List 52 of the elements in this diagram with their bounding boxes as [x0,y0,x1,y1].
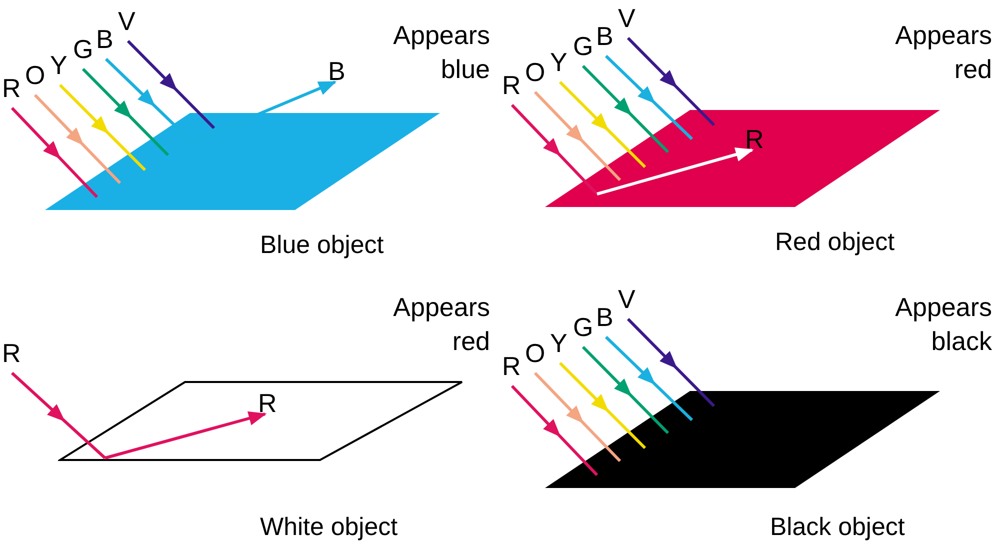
color-letter: O [25,62,46,88]
incident-light-ray [626,36,716,126]
reflected-light-ray [104,411,267,460]
incident-light-ray [58,84,146,172]
appearance-label: Appears blue [392,19,490,86]
object-caption: Red object [775,228,895,256]
color-letter: R [502,353,521,379]
incident-light-ray [510,104,598,196]
color-letter: G [573,314,594,340]
incident-light-ray [10,106,98,198]
incident-light-ray [534,372,622,462]
incident-light-ray [626,318,716,408]
object-caption: Blue object [260,231,384,259]
color-letter: O [525,340,546,366]
incident-light-ray [82,68,170,156]
color-letter: R [2,75,21,101]
color-letter: V [618,286,636,312]
appearance-label: Appears black [894,291,992,358]
appearance-label: Appears red [392,291,490,358]
incident-light-ray [126,40,216,130]
color-letter: R [745,126,764,152]
reflected-light-ray [596,148,754,196]
color-letter: Y [50,52,68,78]
color-letter: Y [550,49,568,75]
color-letter: V [618,5,636,31]
appearance-label: Appears red [894,19,992,86]
object-caption: White object [260,513,398,541]
incident-light-ray [558,80,646,168]
color-letter: G [73,36,94,62]
incident-light-ray [582,346,670,434]
color-letter: R [502,72,521,98]
color-letter: O [525,59,546,85]
incident-light-ray [10,372,106,460]
incident-light-ray [582,64,670,154]
incident-light-ray [558,362,646,450]
incident-light-ray [604,54,694,140]
incident-light-ray [104,58,194,144]
color-letter: B [328,58,346,84]
incident-light-ray [510,384,598,476]
color-letter: B [596,23,614,49]
color-letter: B [596,304,614,330]
incident-light-ray [604,336,694,422]
incident-light-ray [34,94,122,184]
color-letter: R [2,340,21,366]
color-letter: G [573,33,594,59]
incident-light-ray [534,90,622,182]
reflected-light-ray [191,80,337,144]
color-letter: V [118,8,136,34]
color-letter: R [258,390,277,416]
color-letter: B [96,26,114,52]
object-caption: Black object [770,513,905,541]
color-letter: Y [550,330,568,356]
